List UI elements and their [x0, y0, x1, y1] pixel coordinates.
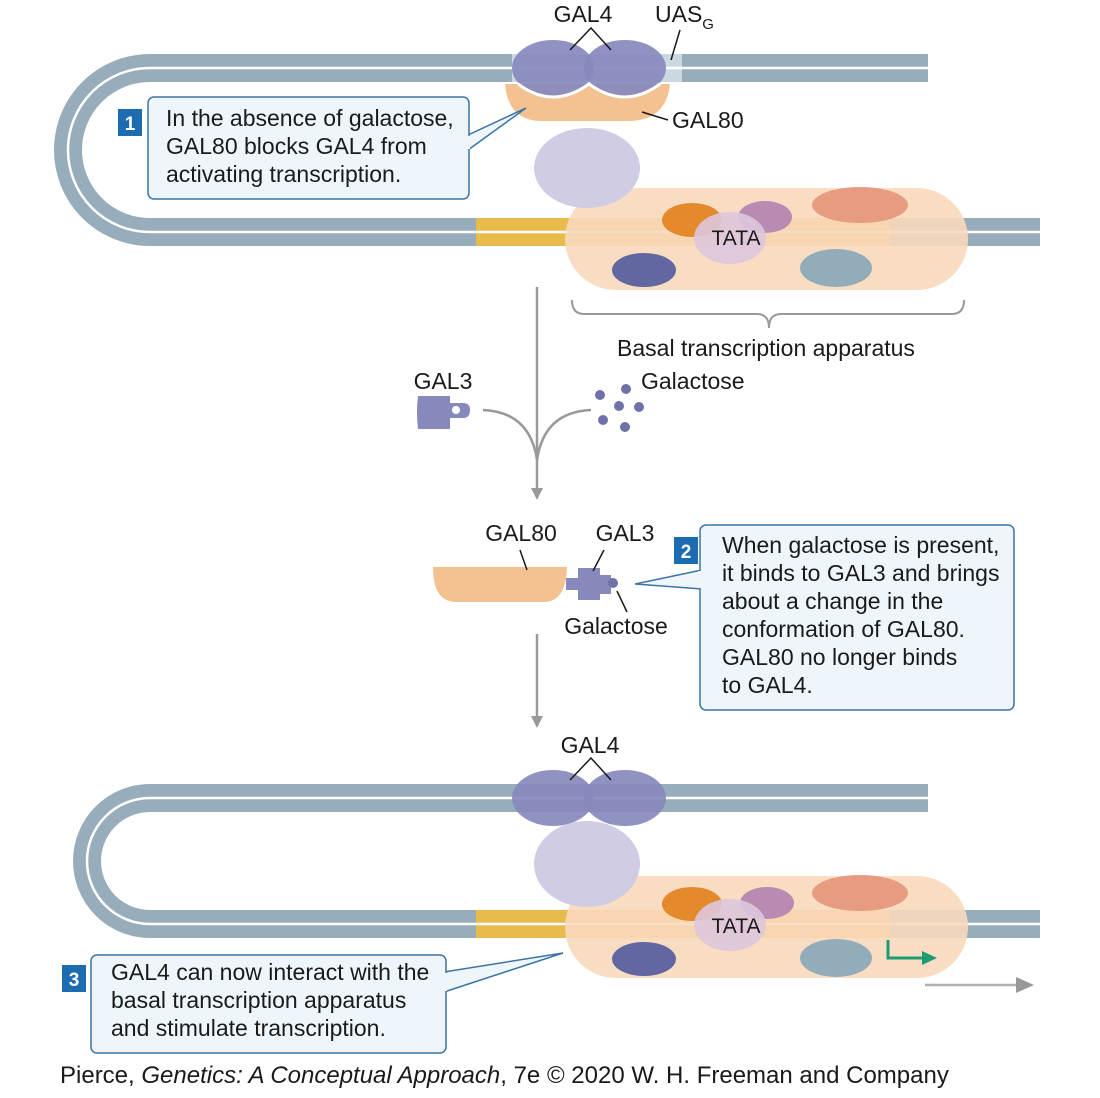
- gal3-label-mid: GAL3: [596, 520, 655, 546]
- figure-credit: Pierce, Genetics: A Conceptual Approach,…: [60, 1062, 949, 1090]
- galactose-label-free: Galactose: [641, 368, 745, 394]
- factor-salmon: [812, 187, 908, 223]
- panel-1-repressed: TATA GAL4 UASG GAL80 Basal transcription…: [54, 1, 1040, 361]
- gal80-protein-free: [433, 567, 567, 602]
- panel-2-gal80-released: GAL80 GAL3 Galactose 2 When galactose is…: [433, 520, 1015, 711]
- gal4-protein-right-bottom: [584, 770, 666, 826]
- gal3-protein-free: [417, 396, 470, 429]
- step-2-number: 2: [681, 542, 692, 563]
- credit-suffix: , 7e © 2020 W. H. Freeman and Company: [500, 1062, 949, 1089]
- basal-apparatus-label: Basal transcription apparatus: [617, 335, 915, 361]
- uas-label: UASG: [655, 1, 714, 33]
- step-3-badge: [62, 965, 86, 992]
- factor-pink: [694, 212, 766, 264]
- galactose-bound: [608, 578, 618, 588]
- step-1-text: In the absence of galactose, GAL80 block…: [166, 105, 460, 187]
- step-3-text: GAL4 can now interact with the basal tra…: [111, 959, 436, 1041]
- tata-label-bottom: TATA: [712, 915, 761, 938]
- gal4-label-bottom: GAL4: [561, 732, 620, 758]
- step-2-text: When galactose is present, it binds to G…: [722, 532, 1006, 698]
- tata-label-top: TATA: [712, 227, 761, 250]
- gal3-protein-bound: [566, 568, 611, 600]
- basal-apparatus-brace: [571, 299, 965, 329]
- step-1-badge: [118, 109, 142, 136]
- step-2-badge: [674, 537, 698, 564]
- gal80-label-mid: GAL80: [485, 520, 557, 546]
- transcription-start-arrow: [886, 940, 924, 960]
- step-2-callout: [699, 524, 1015, 711]
- panel-3-active: TATA GAL4 3 GAL4 can now interact with t…: [62, 732, 1040, 1054]
- mediator-protein: [534, 128, 640, 208]
- gal3-label-free: GAL3: [414, 368, 473, 394]
- gal4-protein-right: [584, 40, 666, 96]
- step-1-number: 1: [125, 114, 136, 135]
- gal4-label-top: GAL4: [554, 1, 613, 27]
- step-3-callout: [90, 954, 447, 1054]
- mediator-protein-bottom: [534, 821, 640, 907]
- gal4-protein-left: [512, 40, 594, 96]
- credit-book-title: Genetics: A Conceptual Approach: [141, 1062, 501, 1089]
- gal80-label-top: GAL80: [672, 107, 744, 133]
- factor-grey: [800, 249, 872, 287]
- galactose-label-mid: Galactose: [564, 613, 668, 639]
- transition-galactose-binding: GAL3 Galactose: [414, 287, 745, 500]
- step-3-number: 3: [69, 970, 80, 991]
- credit-prefix: Pierce,: [60, 1062, 142, 1089]
- dna-loop-top-inner-line: [66, 66, 1040, 234]
- galactose-molecules: [595, 384, 644, 432]
- gal4-protein-left-bottom: [512, 770, 594, 826]
- factor-navy: [612, 253, 676, 287]
